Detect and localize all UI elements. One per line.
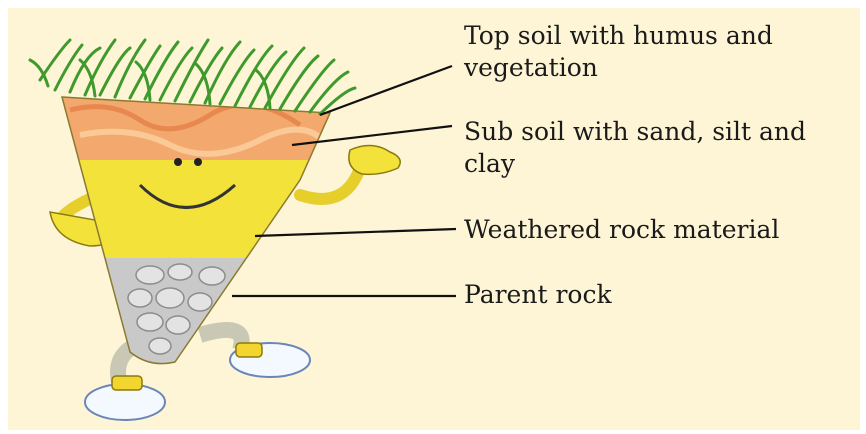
label-sub-soil-line2: clay: [464, 148, 806, 180]
right-shoe: [230, 343, 310, 377]
label-top-soil-line2: vegetation: [464, 52, 773, 84]
label-sub-soil: Sub soil with sand, silt and clay: [464, 116, 806, 180]
left-shoe: [85, 376, 165, 420]
right-arm: [300, 145, 400, 198]
label-parent-rock: Parent rock: [464, 279, 612, 311]
left-eye: [174, 158, 182, 166]
label-sub-soil-line1: Sub soil with sand, silt and: [464, 116, 806, 148]
label-top-soil: Top soil with humus and vegetation: [464, 20, 773, 84]
label-weathered-rock: Weathered rock material: [464, 214, 779, 246]
right-eye: [194, 158, 202, 166]
leader-line-weathered: [255, 229, 456, 236]
label-top-soil-line1: Top soil with humus and: [464, 20, 773, 52]
leader-line-top-soil: [320, 66, 452, 115]
